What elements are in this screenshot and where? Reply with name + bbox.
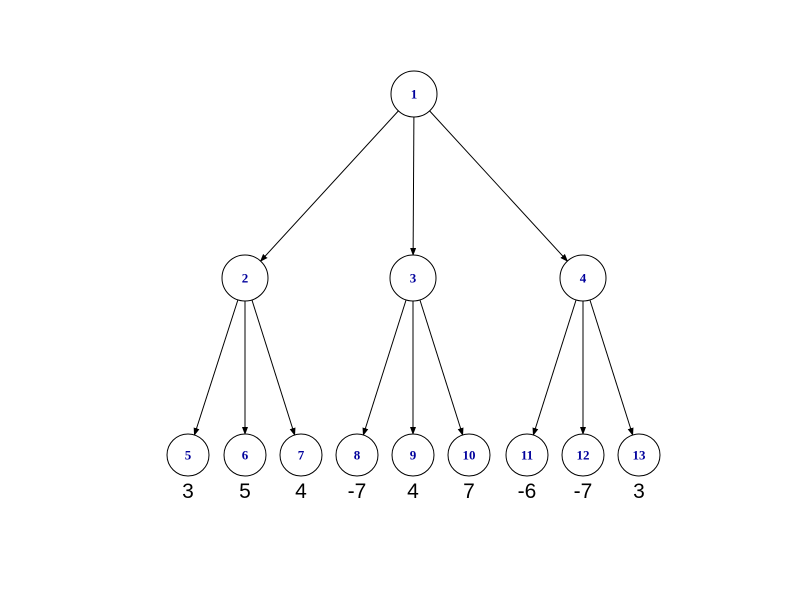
tree-edge-1-3: [410, 116, 417, 256]
tree-node-circle-7: [279, 433, 323, 477]
leaf-value-6: 5: [239, 480, 251, 503]
tree-node-circle-2: [221, 254, 269, 302]
tree-node-label-3: 3: [410, 271, 417, 286]
tree-edge-3-10: [419, 299, 464, 436]
tree-node-label-8: 8: [354, 448, 361, 463]
tree-node-12: 12 -7: [561, 433, 605, 503]
tree-node-8: 8 -7: [335, 433, 379, 503]
tree-node-label-10: 10: [463, 448, 476, 463]
tree-edge-4-11: [532, 299, 577, 436]
leaf-value-12: -7: [574, 480, 593, 503]
leaf-value-10: 7: [463, 480, 475, 503]
tree-node-circle-8: [335, 433, 379, 477]
tree-node-circle-10: [447, 433, 491, 477]
tree-node-1: 1: [390, 70, 438, 118]
tree-node-6: 65: [223, 433, 267, 503]
tree-node-circle-11: [505, 433, 549, 477]
tree-node-label-12: 12: [577, 448, 590, 463]
tree-node-circle-13: [617, 433, 661, 477]
tree-node-circle-9: [391, 433, 435, 477]
tree-edge-3-8: [362, 299, 407, 436]
tree-edge-2-5: [193, 299, 239, 436]
tree-node-11: 11 -6: [505, 433, 549, 503]
tree-node-4: 4: [559, 254, 607, 302]
tree-edge-4-13: [589, 299, 634, 436]
tree-node-7: 74: [279, 433, 323, 503]
tree-node-3: 3: [389, 254, 437, 302]
tree-node-label-5: 5: [185, 448, 192, 463]
tree-edge-1-4: [429, 110, 569, 262]
tree-node-2: 2: [221, 254, 269, 302]
tree-node-label-6: 6: [242, 448, 249, 463]
leaf-value-13: 3: [633, 480, 645, 503]
leaf-value-5: 3: [182, 480, 194, 503]
tree-node-label-13: 13: [633, 448, 647, 463]
tree-edge-2-7: [251, 299, 296, 436]
tree-node-circle-4: [559, 254, 607, 302]
tree-node-13: 13 3: [617, 433, 661, 503]
tree-node-label-7: 7: [298, 448, 305, 463]
tree-node-10: 10 7: [447, 433, 491, 503]
tree-node-9: 94: [391, 433, 435, 503]
leaf-value-9: 4: [407, 480, 419, 503]
tree-edge-1-2: [259, 110, 399, 262]
tree-node-circle-6: [223, 433, 267, 477]
tree-node-circle-5: [166, 433, 210, 477]
tree-node-label-9: 9: [410, 448, 417, 463]
tree-node-label-1: 1: [411, 87, 418, 102]
tree-node-circle-1: [390, 70, 438, 118]
tree-node-label-4: 4: [580, 271, 587, 286]
leaf-value-8: -7: [348, 480, 367, 503]
tree-node-label-2: 2: [242, 271, 249, 286]
tree-node-circle-3: [389, 254, 437, 302]
tree-node-label-11: 11: [521, 448, 533, 463]
leaf-value-11: -6: [518, 480, 537, 503]
tree-node-5: 53: [166, 433, 210, 503]
tree-node-circle-12: [561, 433, 605, 477]
leaf-value-7: 4: [295, 480, 307, 503]
